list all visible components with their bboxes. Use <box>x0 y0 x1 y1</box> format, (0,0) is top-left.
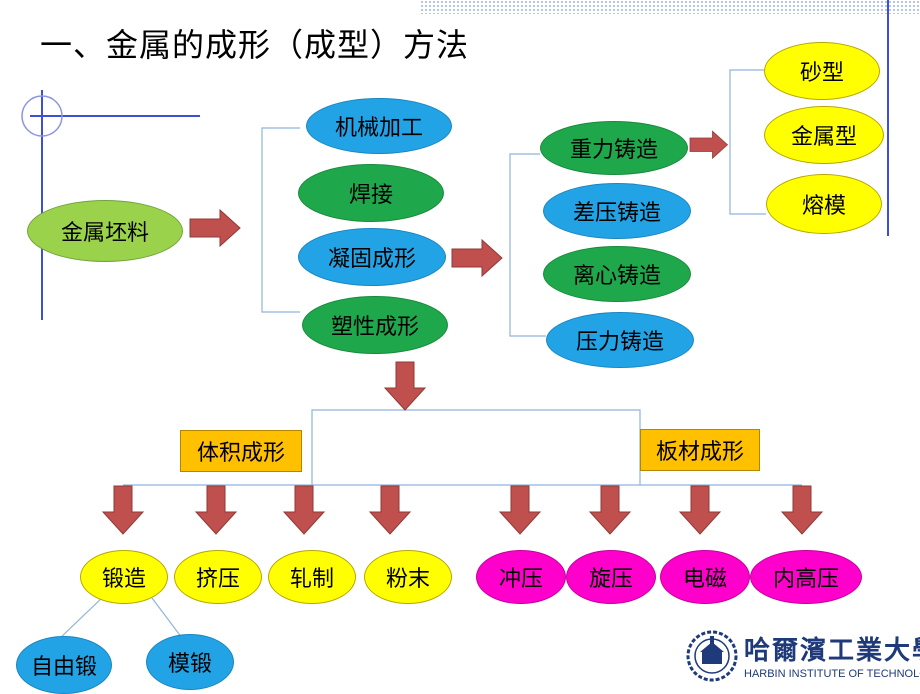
node-machining: 机械加工 <box>306 98 452 154</box>
arrow-blank-to-methods <box>189 209 241 247</box>
page-title: 一、金属的成形（成型）方法 <box>40 26 470 64</box>
node-plastic: 塑性成形 <box>302 296 448 354</box>
node-rolling: 轧制 <box>268 550 356 604</box>
decorative-crosshair <box>21 90 200 320</box>
node-centrifugal-casting: 离心铸造 <box>543 246 691 302</box>
arrow-plastic-down <box>384 361 426 411</box>
node-extrusion: 挤压 <box>174 550 262 604</box>
node-forging: 锻造 <box>80 550 168 604</box>
node-sand-mold: 砂型 <box>764 42 880 100</box>
arrow-down-spinning <box>589 485 631 535</box>
node-metal-mold: 金属型 <box>764 106 884 164</box>
arrow-down-extrusion <box>195 485 237 535</box>
decorative-dot-band <box>420 0 920 14</box>
node-investment: 熔模 <box>766 174 882 234</box>
arrow-down-powder <box>369 485 411 535</box>
node-electromagnetic: 电磁 <box>660 550 750 604</box>
university-name-cn: 哈爾濱工業大學 <box>744 636 920 666</box>
university-logo: 哈爾濱工業大學 HARBIN INSTITUTE OF TECHNOLOGY <box>686 628 920 688</box>
node-spinning: 旋压 <box>566 550 656 604</box>
arrow-down-stamping <box>499 485 541 535</box>
label-sheet-forming: 板材成形 <box>640 429 760 471</box>
arrow-solidification-to-casting <box>451 239 503 277</box>
university-name-en: HARBIN INSTITUTE OF TECHNOLOGY <box>744 668 920 680</box>
node-welding: 焊接 <box>298 164 444 222</box>
node-differential-casting: 差压铸造 <box>543 183 691 239</box>
node-metal-blank: 金属坯料 <box>27 200 183 262</box>
university-seal-icon <box>686 630 738 682</box>
arrow-down-electromagnetic <box>679 485 721 535</box>
arrow-gravity-to-molds <box>689 130 728 159</box>
arrow-down-forging <box>102 485 144 535</box>
node-die-forging: 模锻 <box>146 634 234 690</box>
node-solidification: 凝固成形 <box>298 228 446 286</box>
node-internal-high-pressure: 内高压 <box>750 550 862 604</box>
node-powder: 粉末 <box>364 550 452 604</box>
node-stamping: 冲压 <box>476 550 566 604</box>
arrow-down-rolling <box>283 485 325 535</box>
node-gravity-casting: 重力铸造 <box>540 121 688 175</box>
arrow-down-internal-hp <box>781 485 823 535</box>
node-pressure-casting: 压力铸造 <box>546 312 694 368</box>
node-free-forging: 自由锻 <box>16 636 112 694</box>
label-bulk-forming: 体积成形 <box>180 430 302 472</box>
